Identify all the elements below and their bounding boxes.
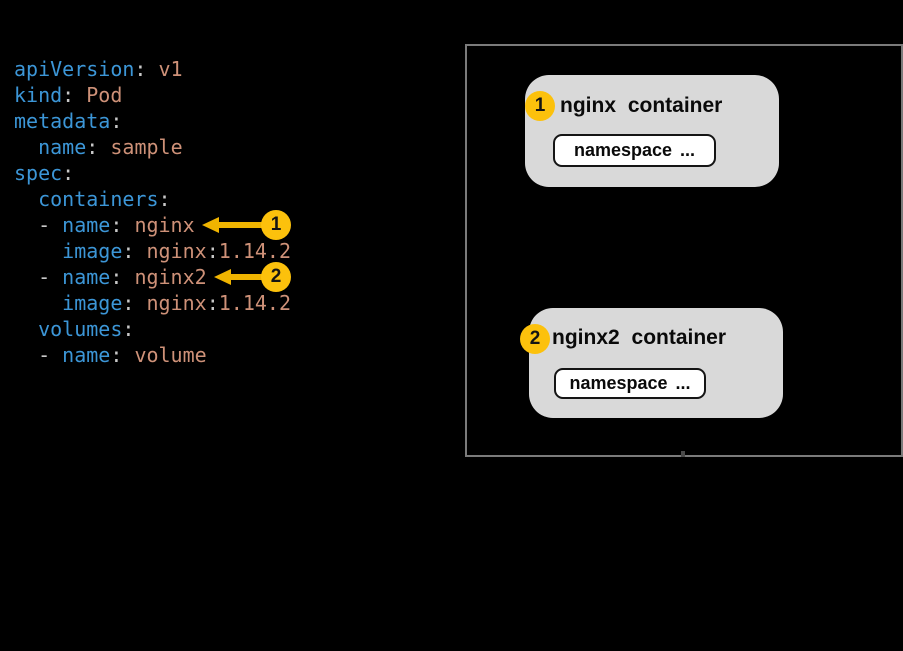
container-title: nginx container <box>560 94 723 117</box>
tick-artifact <box>681 451 685 457</box>
namespace-button[interactable]: namespace ... <box>553 134 716 167</box>
arrow-shaft <box>216 222 262 228</box>
arrow-head-icon <box>214 269 231 285</box>
container-card-nginx2: 2 nginx2 container namespace ... <box>520 308 783 418</box>
namespace-button[interactable]: namespace ... <box>554 368 706 399</box>
yaml-line: apiVersion: v1 <box>14 57 183 81</box>
container-badge-1: 1 <box>525 91 555 121</box>
marker-badge-1: 1 <box>261 210 291 240</box>
arrow-shaft <box>228 274 262 280</box>
container-title: nginx2 container <box>552 326 727 349</box>
yaml-line: metadata: <box>14 109 123 133</box>
yaml-line: name: sample <box>38 135 183 159</box>
yaml-line: - name: volume <box>14 343 207 367</box>
yaml-line: containers: <box>38 187 171 211</box>
yaml-line: image: nginx:1.14.2 <box>62 291 291 315</box>
callout-arrow-2 <box>214 269 262 285</box>
yaml-line: - name: nginx2 <box>14 265 207 289</box>
pod-frame <box>465 44 903 457</box>
yaml-line: - name: nginx <box>14 213 195 237</box>
arrow-head-icon <box>202 217 219 233</box>
yaml-line: volumes: <box>38 317 135 341</box>
yaml-line: image: nginx:1.14.2 <box>62 239 291 263</box>
container-badge-2: 2 <box>520 324 550 354</box>
yaml-line: spec: <box>14 161 75 185</box>
container-card-nginx: 1 nginx container namespace ... <box>525 75 779 187</box>
yaml-line: kind: Pod <box>14 83 123 107</box>
callout-arrow-1 <box>202 217 262 233</box>
marker-badge-2: 2 <box>261 262 291 292</box>
